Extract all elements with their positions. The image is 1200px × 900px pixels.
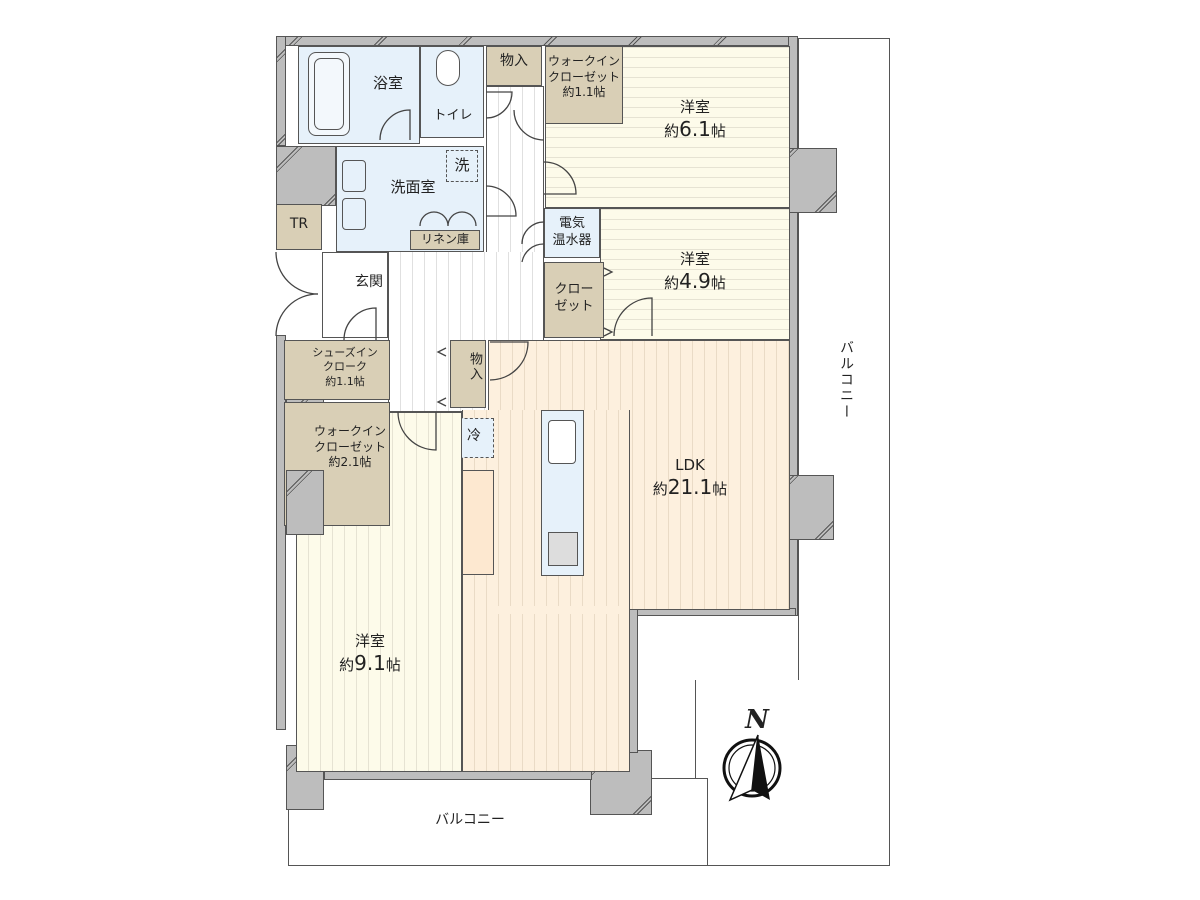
- label-linen: リネン庫: [420, 232, 469, 246]
- washer-space: [446, 150, 478, 182]
- label-fridge: 冷: [467, 428, 481, 444]
- compass-north-label: N: [745, 705, 769, 735]
- balcony-east: [798, 38, 890, 686]
- label-western-1: 洋室 約6.1帖: [664, 98, 726, 141]
- stove-icon: [548, 532, 578, 566]
- label-balcony-east: バルコニー: [838, 340, 854, 420]
- room-storage-mid: [450, 340, 486, 408]
- label-bath: 浴室: [372, 74, 403, 92]
- label-western-2: 洋室 約4.9帖: [664, 250, 726, 293]
- label-water-heater: 電気 温水器: [552, 216, 592, 248]
- label-entrance: 玄関: [355, 274, 383, 290]
- label-shoes-cloak: シューズイン クローク 約1.1帖: [312, 346, 378, 388]
- sink-icon: [342, 198, 366, 230]
- room-closet: [544, 262, 604, 338]
- label-closet: クロー ゼット: [554, 282, 594, 314]
- wall-top: [276, 36, 798, 46]
- label-washer: 洗: [454, 156, 470, 174]
- label-storage-top: 物入: [500, 53, 528, 69]
- sink-icon: [342, 160, 366, 192]
- room-tr: [276, 204, 322, 250]
- label-balcony-south: バルコニー: [435, 812, 505, 828]
- label-ldk: LDK 約21.1帖: [652, 456, 728, 499]
- label-washroom: 洗面室: [390, 178, 436, 196]
- balcony-east-lower: [695, 680, 890, 866]
- label-tr: TR: [289, 216, 309, 232]
- toilet-icon: [436, 50, 460, 86]
- room-entrance: [322, 252, 388, 338]
- room-shoes-cloak: [284, 340, 390, 400]
- label-storage-mid: 物入: [467, 352, 482, 382]
- room-storage-top: [486, 46, 542, 86]
- cupboard: [462, 470, 494, 575]
- wall-left-upper: [276, 36, 286, 146]
- label-western-3: 洋室 約9.1帖: [339, 632, 401, 675]
- wall-left-block: [276, 146, 336, 206]
- room-water-heater: [544, 208, 600, 258]
- label-toilet: トイレ: [433, 108, 473, 123]
- kitchen-sink-icon: [548, 420, 576, 464]
- room-linen: [410, 230, 480, 250]
